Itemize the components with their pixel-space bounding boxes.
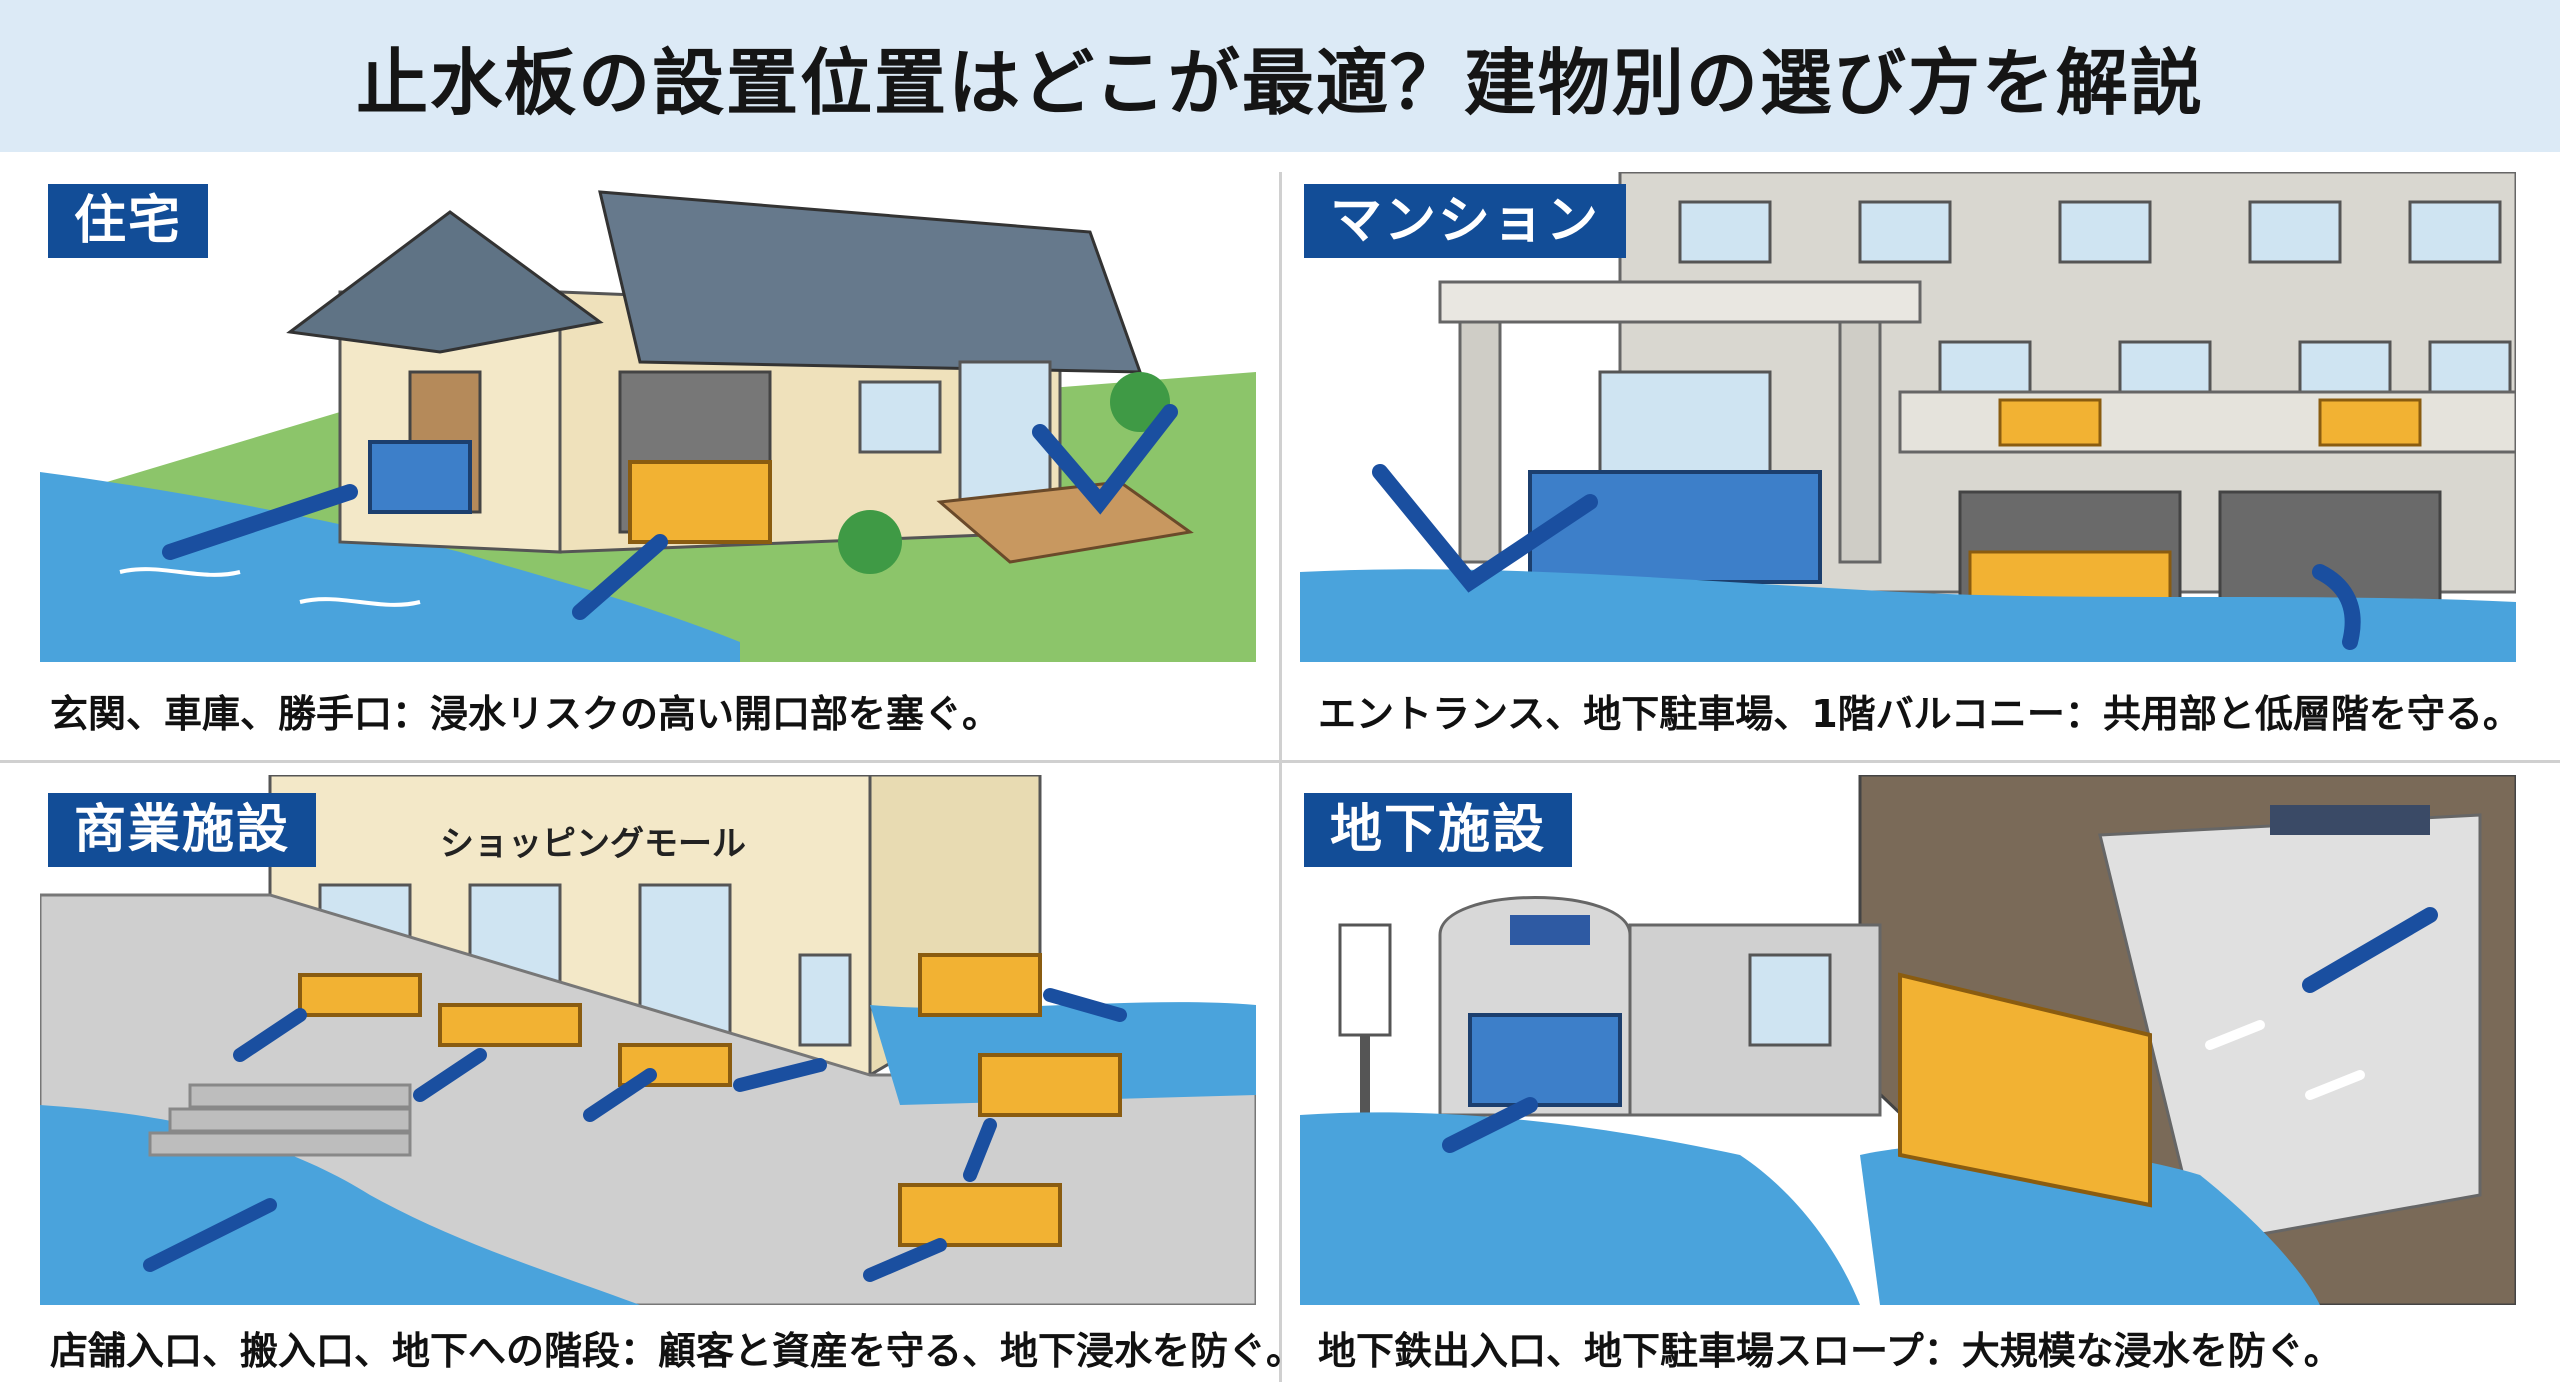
tag-underground: 地下施設 bbox=[1304, 793, 1573, 867]
barrier-ramp bbox=[1898, 972, 2152, 1208]
tag-mansion: マンション bbox=[1304, 184, 1627, 258]
page-title: 止水板の設置位置はどこが最適？建物別の選び方を解説 bbox=[356, 40, 2204, 125]
divider-horizontal bbox=[0, 760, 2560, 763]
caption-mansion: エントランス、地下駐車場、1階バルコニー：共用部と低層階を守る。 bbox=[1318, 692, 2521, 736]
barriers bbox=[298, 953, 1122, 1247]
water-area bbox=[1300, 1112, 1860, 1305]
flow-arrows bbox=[1442, 907, 2438, 1153]
water-area bbox=[1300, 569, 2516, 662]
mall-sign: ショッピングモール bbox=[440, 825, 746, 863]
panel-underground bbox=[1300, 775, 2516, 1305]
title-bar: 止水板の設置位置はどこが最適？建物別の選び方を解説 bbox=[0, 0, 2560, 152]
water-area bbox=[40, 472, 740, 662]
flow-arrows bbox=[1372, 464, 2361, 650]
barrier-door bbox=[368, 440, 472, 514]
tag-house: 住宅 bbox=[48, 184, 209, 258]
barrier-entrance bbox=[1528, 470, 1822, 584]
flow-arrows bbox=[162, 404, 1178, 620]
barrier-garage bbox=[628, 460, 772, 544]
caption-underground: 地下鉄出入口、地下駐車場スロープ：大規模な浸水を防ぐ。 bbox=[1318, 1329, 2342, 1373]
underground-illustration bbox=[1300, 775, 2516, 1305]
flow-arrows bbox=[143, 988, 1127, 1282]
caption-house: 玄関、車庫、勝手口：浸水リスクの高い開口部を塞ぐ。 bbox=[50, 692, 1001, 736]
caption-commercial: 店舗入口、搬入口、地下への階段：顧客と資産を守る、地下浸水を防ぐ。 bbox=[50, 1329, 1305, 1373]
panel-house bbox=[40, 172, 1256, 662]
barrier-station bbox=[1468, 1013, 1622, 1107]
divider-vertical bbox=[1279, 172, 1282, 1382]
tag-commercial: 商業施設 bbox=[48, 793, 317, 867]
roof-small bbox=[286, 210, 604, 354]
house-illustration bbox=[40, 172, 1256, 662]
